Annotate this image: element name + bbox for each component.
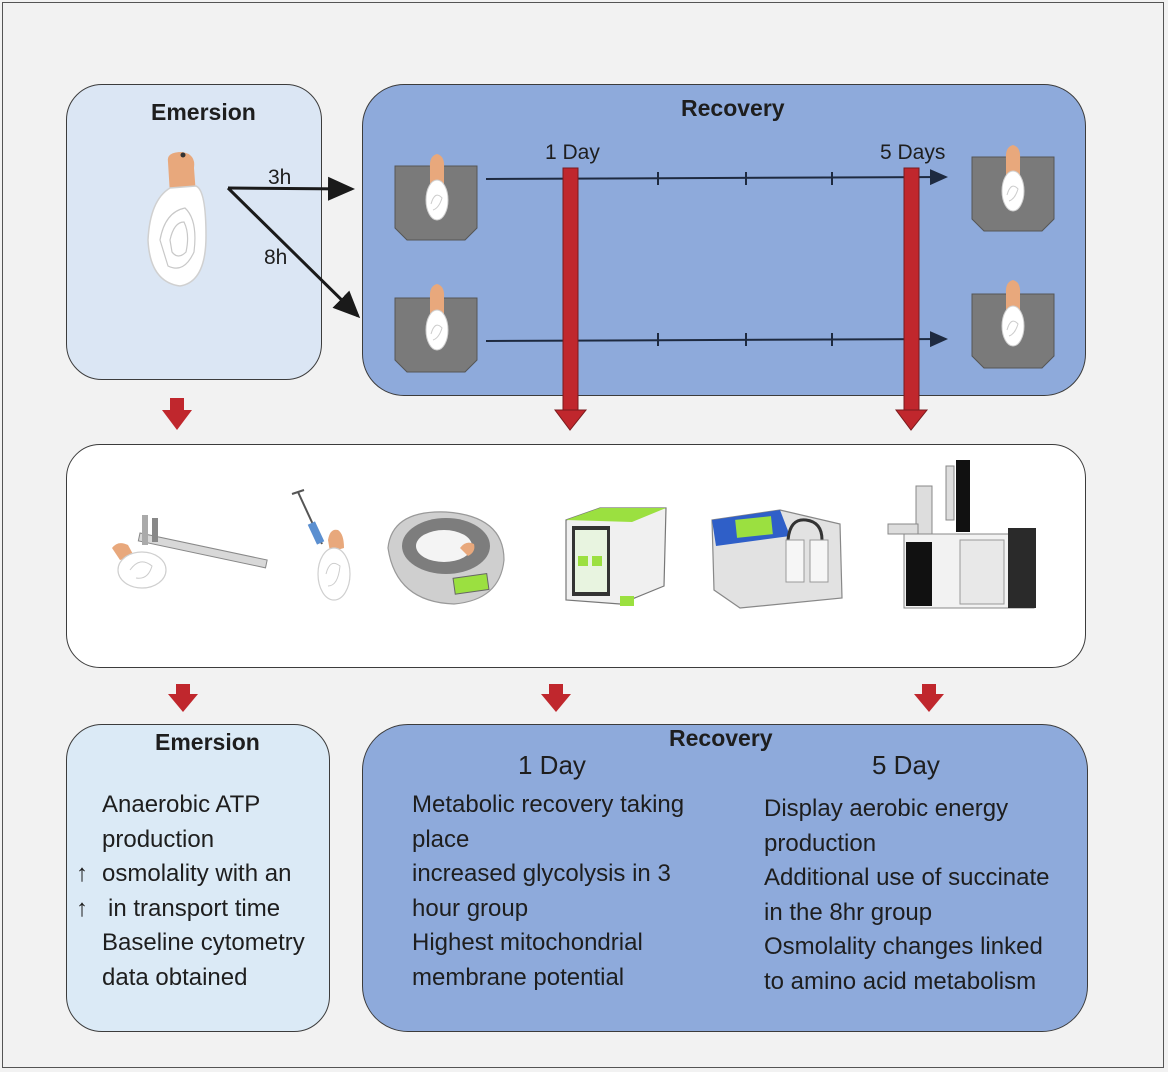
day1-line: Metabolic recovery taking [412,791,685,818]
day1-line: membrane potential [412,963,625,991]
flow-cytometer-icon [565,507,667,606]
oyster-caliper-measurement-icon [112,515,268,589]
up-arrow-icon: ↑ [76,860,88,887]
day1-results-text: Metabolic recovery taking place increase… [412,788,684,995]
timeline-8h [485,331,948,348]
timepoint-label-5-days: 5 Days [880,141,945,164]
weighing-scale-icon [387,511,505,605]
tank-8h-end-icon [971,279,1055,369]
recovery-phase-panel: Recovery [362,84,1086,396]
timepoint-label-1-day: 1 Day [545,141,600,164]
tank-8h-start-icon [394,283,478,373]
day5-line: in the 8hr group [764,898,933,926]
day1-heading: 1 Day [518,750,586,780]
emersion-results-text: Anaerobic ATP production ↑ osmolality wit… [76,788,305,995]
day5-heading: 5 Day [872,750,940,780]
day1-line: place [412,825,470,853]
oyster-icon [147,152,207,287]
day5-line: Additional use of succinate [764,864,1050,891]
oyster-syringe-hemolymph-icon [291,489,351,601]
day1-line: Highest mitochondrial [412,929,643,956]
result-arrow-1-day [541,684,571,712]
emersion-title: Emersion [151,99,256,125]
timeline-3h [485,169,948,186]
tank-3h-start-icon [394,153,478,241]
emersion-results-title: Emersion [155,729,260,755]
sampling-arrow-5-days [895,167,929,431]
recovery-results-title: Recovery [669,725,773,751]
arrow-3h [227,176,355,201]
emersion-duration-arrows [226,176,361,319]
emersion-line: Baseline cytometry [102,929,305,956]
osmometer-icon [711,509,843,609]
sampling-arrow-1-day [554,167,588,431]
emersion-line: production [102,825,215,853]
emersion-line: in transport time [108,894,281,922]
result-arrow-5-day [914,684,944,712]
emersion-phase-panel: Emersion [66,84,322,380]
emersion-line: data obtained [102,963,248,991]
up-arrow-icon: ↑ [76,894,88,922]
recovery-title: Recovery [681,95,785,121]
day5-line: to amino acid metabolism [764,967,1037,995]
gc-ms-instrument-icon [887,460,1036,609]
arrow-8h [226,186,361,319]
day5-line: Osmolality changes linked [764,933,1043,960]
duration-label-8h: 8h [264,246,287,269]
emersion-line: osmolality with an [102,860,292,887]
day5-line: production [764,829,877,857]
sampling-arrow-emersion [162,398,192,430]
recovery-results-panel: Recovery [362,724,1088,1032]
day1-line: increased glycolysis in 3 [412,860,671,887]
result-arrow-emersion [168,684,198,712]
day5-line: Display aerobic energy [764,795,1009,822]
emersion-line-with-arrow: ↑ osmolality with an [76,857,305,892]
tank-3h-end-icon [971,144,1055,232]
day5-results-text: Display aerobic energy production Additi… [764,792,1050,999]
day1-line: hour group [412,894,529,922]
emersion-line-with-arrow: ↑ in transport time [76,892,305,927]
duration-label-3h: 3h [268,166,291,189]
emersion-results-panel: Emersion [66,724,330,1032]
emersion-line: Anaerobic ATP [102,791,261,818]
